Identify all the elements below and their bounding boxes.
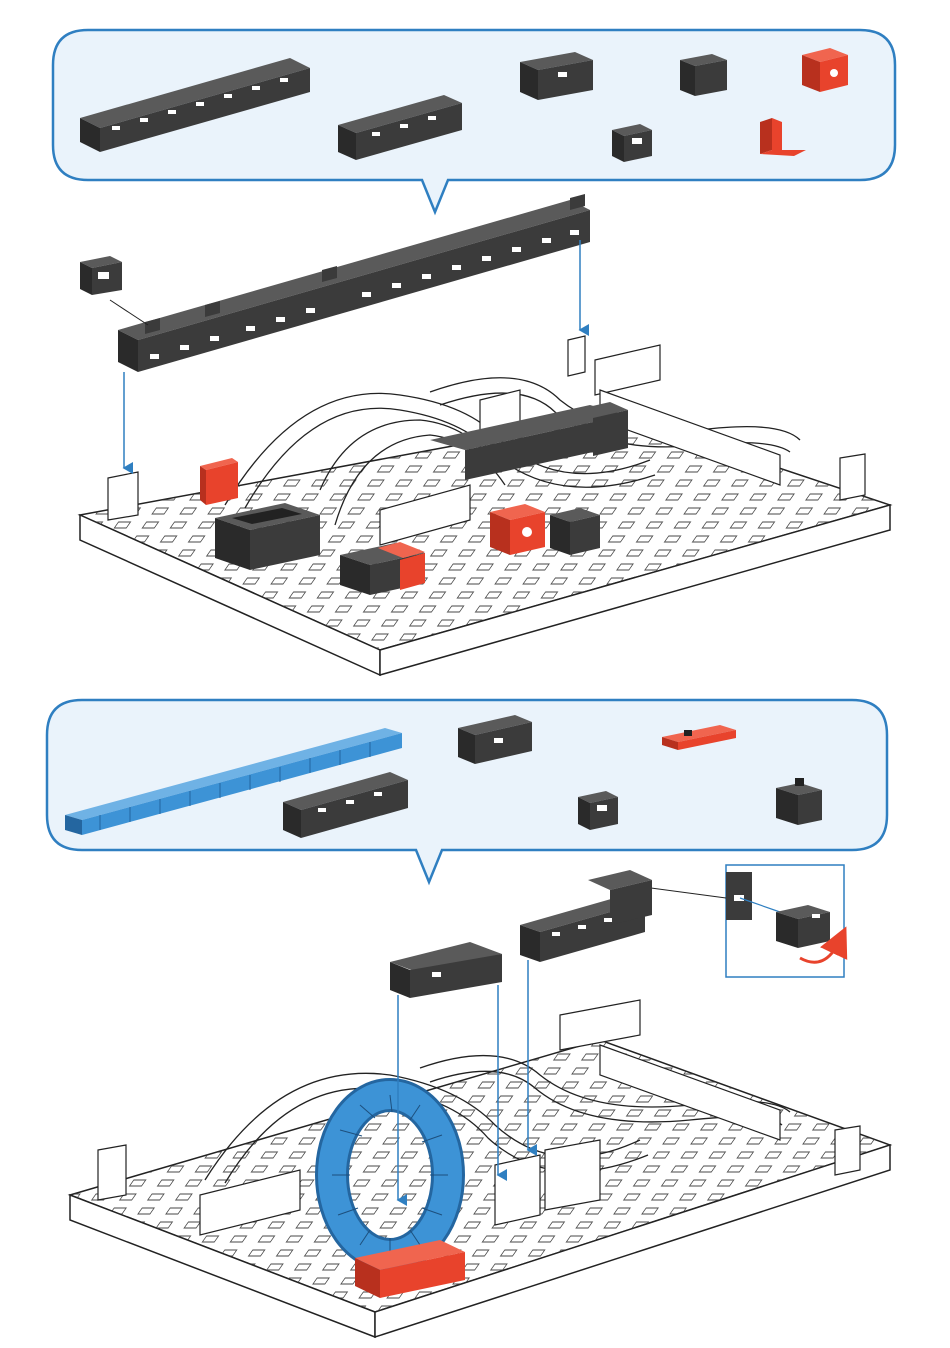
red-building-block-with-hole	[802, 48, 848, 92]
dark-small-block	[550, 508, 600, 555]
parts-panel-step-2	[47, 700, 887, 882]
baseplate	[70, 1040, 890, 1337]
long-wall-bar	[118, 194, 590, 372]
assembly-step-1	[80, 194, 890, 675]
parts-panel-step-1	[53, 30, 895, 212]
detail-inset	[636, 865, 844, 977]
small-cube-piece	[80, 256, 148, 325]
red-angle-block	[200, 458, 238, 505]
dark-long-block	[520, 870, 652, 962]
building-block-15	[680, 54, 727, 96]
small-building-block-5	[578, 791, 618, 830]
step-2	[47, 700, 890, 1337]
red-hole-block	[490, 504, 545, 555]
dark-box-block	[390, 942, 502, 998]
small-building-block-5	[612, 124, 652, 162]
step-1	[53, 30, 895, 675]
